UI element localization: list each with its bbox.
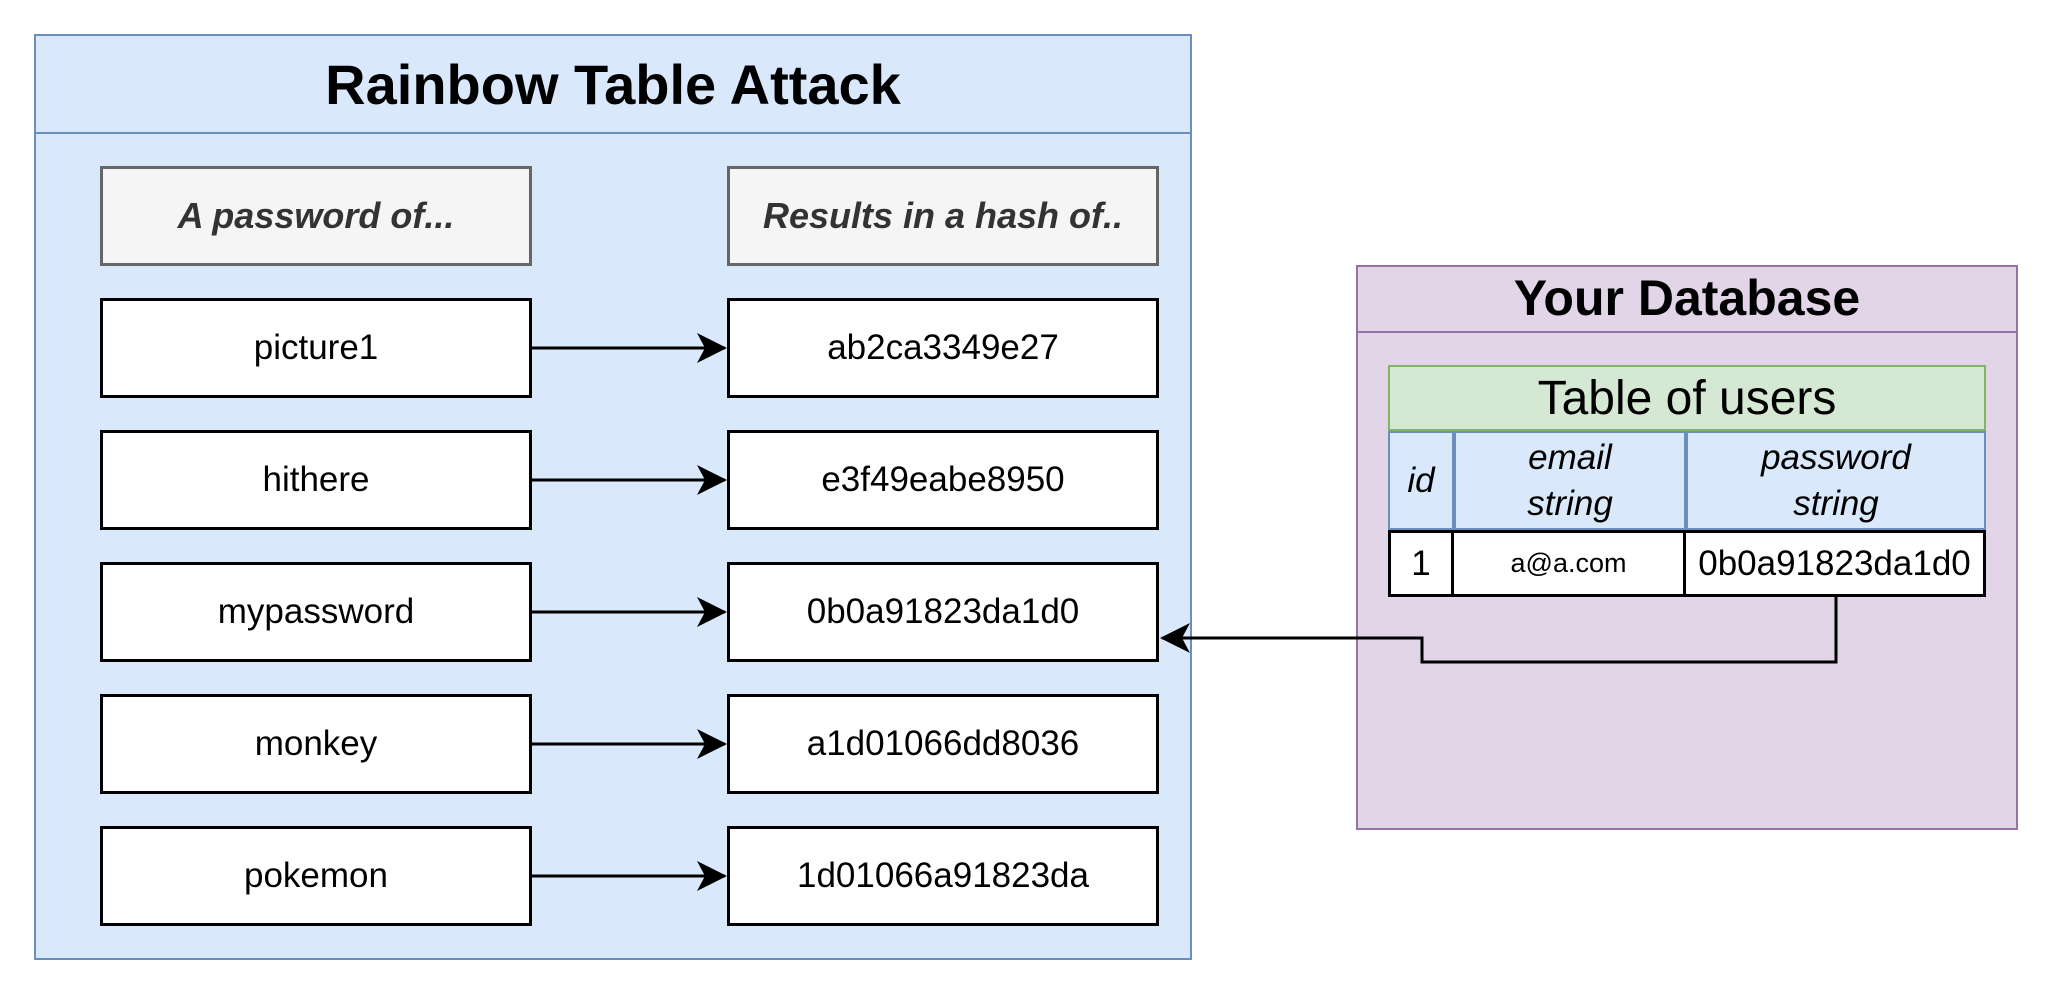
rainbow-table-title: Rainbow Table Attack [34, 34, 1192, 134]
password-column-header-db: password string [1686, 431, 1986, 530]
user-email-cell: a@a.com [1454, 530, 1686, 597]
password-column-label: password string [1761, 437, 1911, 523]
password-box: monkey [100, 694, 532, 794]
password-box: hithere [100, 430, 532, 530]
hash-box: 1d01066a91823da [727, 826, 1159, 926]
users-table-title: Table of users [1388, 365, 1986, 431]
password-box: picture1 [100, 298, 532, 398]
id-column-header: id [1388, 431, 1454, 530]
email-column-label: email string [1527, 437, 1613, 523]
password-box: mypassword [100, 562, 532, 662]
hash-box: a1d01066dd8036 [727, 694, 1159, 794]
hash-box: e3f49eabe8950 [727, 430, 1159, 530]
database-title: Your Database [1356, 265, 2018, 333]
id-column-label: id [1407, 460, 1435, 500]
user-password-hash-cell: 0b0a91823da1d0 [1686, 530, 1986, 597]
hash-column-header: Results in a hash of.. [727, 166, 1159, 266]
hash-box: 0b0a91823da1d0 [727, 562, 1159, 662]
email-column-header: email string [1454, 431, 1686, 530]
password-box: pokemon [100, 826, 532, 926]
hash-box: ab2ca3349e27 [727, 298, 1159, 398]
password-column-header: A password of... [100, 166, 532, 266]
user-id-cell: 1 [1388, 530, 1454, 597]
